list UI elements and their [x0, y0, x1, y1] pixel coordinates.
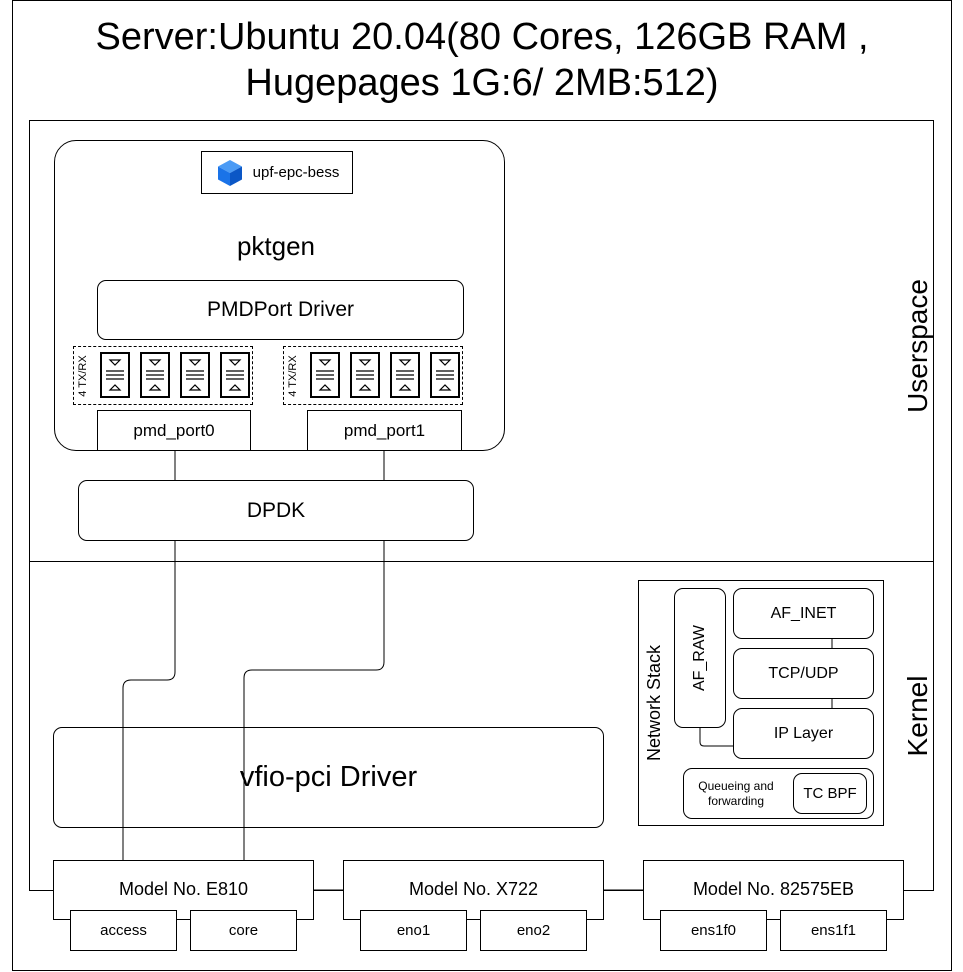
network-stack	[638, 580, 884, 826]
nic-0-iface-core: core	[190, 910, 297, 951]
queue-icon	[100, 352, 130, 398]
af-inet-box: AF_INET	[733, 588, 874, 639]
title-line-1: Server:Ubuntu 20.04(80 Cores, 126GB RAM …	[95, 16, 869, 58]
af-raw-label: AF_RAW	[691, 624, 708, 692]
tc-bpf-box: TC BPF	[793, 773, 867, 814]
network-stack-title: Network Stack	[644, 644, 664, 762]
queue-icon	[430, 352, 460, 398]
nic-2-iface-ens1f0: ens1f0	[660, 910, 767, 951]
cube-icon	[217, 159, 242, 186]
container-badge-label: upf-epc-bess	[252, 164, 340, 181]
queue-group-1-label: 4 TX/RX	[287, 355, 299, 397]
pktgen-container	[54, 140, 505, 451]
nic-1-iface-eno1: eno1	[360, 910, 467, 951]
server-title: Server:Ubuntu 20.04(80 Cores, 126GB RAM …	[12, 14, 952, 106]
queue-icon	[220, 352, 250, 398]
port-0: pmd_port0	[97, 410, 251, 451]
queue-icon	[390, 352, 420, 398]
queue-group-0-label: 4 TX/RX	[77, 355, 89, 397]
vfio-pci-driver	[53, 727, 604, 828]
ip-layer-box: IP Layer	[733, 708, 874, 759]
vfio-pci-label: vfio-pci Driver	[239, 761, 418, 793]
dpdk-box: DPDK	[78, 480, 474, 541]
queue-group-1	[283, 346, 463, 405]
tcp-udp-box: TCP/UDP	[733, 648, 874, 699]
queue-icon	[140, 352, 170, 398]
queue-group-0	[73, 346, 253, 405]
queue-icon	[180, 352, 210, 398]
af-raw-box	[674, 588, 726, 728]
queue-icon	[350, 352, 380, 398]
nic-2-model: Model No. 82575EB	[692, 879, 855, 899]
nic-1-iface-eno2: eno2	[480, 910, 587, 951]
container-badge: upf-epc-bess	[201, 151, 353, 194]
nic-1-model: Model No. X722	[408, 879, 539, 899]
title-line-2: Hugepages 1G:6/ 2MB:512)	[245, 62, 719, 104]
nic-0-model: Model No. E810	[118, 879, 249, 899]
queue-icon	[310, 352, 340, 398]
queueing-label: Queueing and forwarding	[698, 778, 774, 808]
nic-0-iface-access: access	[70, 910, 177, 951]
nic-2-iface-ens1f1: ens1f1	[780, 910, 887, 951]
app-name: pktgen	[236, 231, 316, 261]
pmdport-driver: PMDPort Driver	[97, 280, 464, 340]
port-1: pmd_port1	[307, 410, 462, 451]
